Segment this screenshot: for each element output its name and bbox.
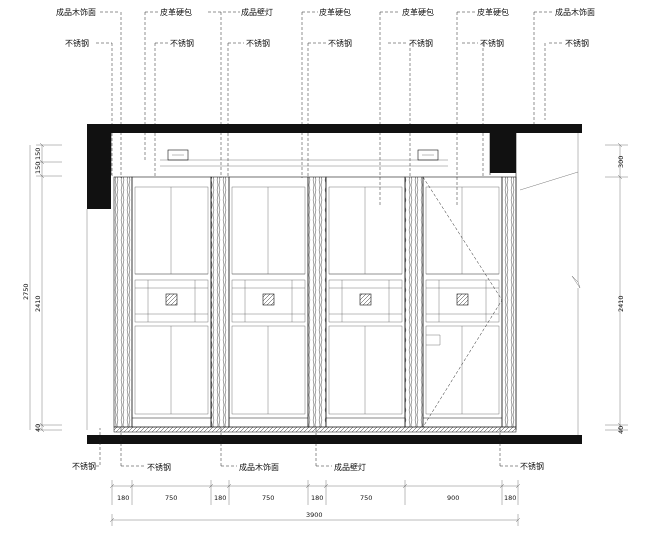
label-wood-veneer-top-right: 成品木饰面 [555, 7, 595, 17]
dim-right-40: 40 [617, 426, 625, 434]
bottom-labels: 不锈钢 不锈钢 成品木饰面 成品壁灯 不锈钢 [72, 461, 544, 472]
label-stainless-2: 不锈钢 [170, 38, 194, 48]
right-dimensions: 300 2410 40 [605, 142, 628, 434]
dim-bottom-750c: 750 [360, 494, 372, 502]
ceiling-slab [87, 124, 582, 133]
bottom-leaders [96, 428, 518, 467]
leather-panel-3 [325, 176, 406, 428]
dim-bottom-180c: 180 [311, 494, 323, 502]
label-stainless-5: 不锈钢 [409, 38, 433, 48]
right-bulkhead [490, 133, 516, 173]
label-leather-panel-4: 皮革硬包 [477, 7, 509, 17]
dim-bottom-900: 900 [447, 494, 459, 502]
ceiling-details [110, 133, 491, 175]
left-dimensions: 150 150 2750 2410 40 [22, 142, 62, 433]
dim-bottom-total: 3900 [306, 511, 323, 519]
label-wall-lamp-top: 成品壁灯 [241, 7, 273, 17]
wood-column-5 [501, 176, 517, 428]
vertical-leaders [111, 12, 546, 205]
dim-bottom-180d: 180 [504, 494, 516, 502]
label-wood-veneer-top-left: 成品木饰面 [56, 7, 96, 17]
floor-slab [87, 435, 582, 444]
label-stainless-bottom-1: 不锈钢 [72, 461, 96, 471]
wood-column-4 [404, 176, 424, 428]
label-stainless-7: 不锈钢 [565, 38, 589, 48]
label-stainless-6: 不锈钢 [480, 38, 504, 48]
top-labels-row2: 不锈钢 不锈钢 不锈钢 不锈钢 不锈钢 不锈钢 不锈钢 [65, 38, 589, 48]
dim-bottom-180b: 180 [214, 494, 226, 502]
left-bulkhead [87, 133, 111, 209]
label-wood-veneer-bottom: 成品木饰面 [239, 462, 279, 472]
leather-panel-4-door [422, 176, 503, 428]
label-stainless-1: 不锈钢 [65, 38, 89, 48]
label-leather-panel-2: 皮革硬包 [319, 7, 351, 17]
label-leather-panel-1: 皮革硬包 [160, 7, 192, 17]
dim-left-2750: 2750 [22, 283, 30, 300]
label-stainless-bottom-3: 不锈钢 [520, 461, 544, 471]
dim-left-2410: 2410 [34, 295, 42, 312]
leather-panel-2 [228, 176, 309, 428]
dim-bottom-750a: 750 [165, 494, 177, 502]
dim-bottom-180a: 180 [117, 494, 129, 502]
wood-column-3 [307, 176, 327, 428]
wood-column-1 [113, 176, 133, 428]
dim-left-150b: 150 [34, 162, 42, 174]
dim-left-150a: 150 [34, 148, 42, 160]
leather-panels [131, 176, 503, 428]
label-stainless-4: 不锈钢 [328, 38, 352, 48]
leather-panel-1 [131, 176, 212, 428]
top-labels-row1: 成品木饰面 皮革硬包 成品壁灯 皮革硬包 皮革硬包 皮革硬包 成品木饰面 [56, 7, 595, 17]
dim-right-300: 300 [617, 156, 625, 168]
label-wall-lamp-bottom: 成品壁灯 [334, 462, 366, 472]
bottom-dimensions: 180 750 180 750 180 750 900 180 3900 [109, 480, 521, 526]
baseboard [113, 426, 517, 433]
dim-bottom-750b: 750 [262, 494, 274, 502]
label-leather-panel-3: 皮革硬包 [402, 7, 434, 17]
label-stainless-bottom-2: 不锈钢 [147, 462, 171, 472]
label-stainless-3: 不锈钢 [246, 38, 270, 48]
dim-right-2410: 2410 [617, 295, 625, 312]
wood-column-2 [210, 176, 230, 428]
dim-left-40: 40 [34, 424, 42, 432]
